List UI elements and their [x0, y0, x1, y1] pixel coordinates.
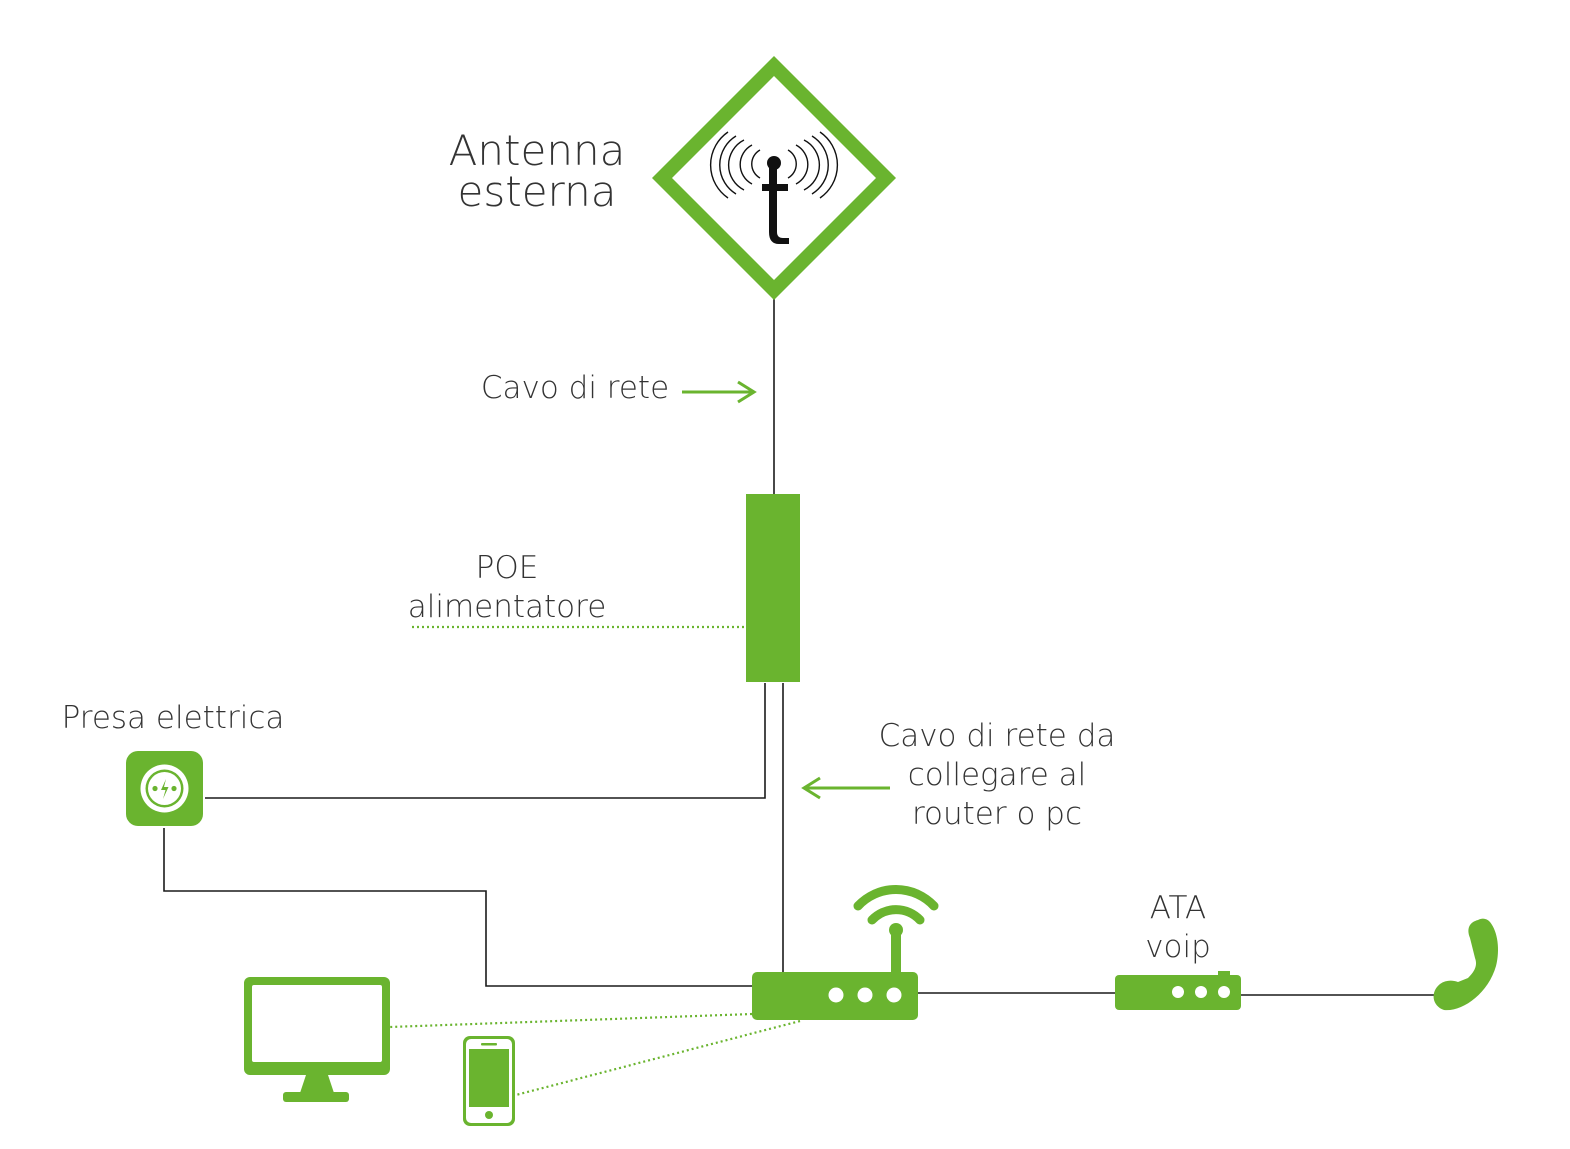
- antenna-label-line1: Antenna: [449, 126, 626, 175]
- poe-label-line1: POE: [476, 550, 539, 586]
- router-cable-label-line2: collegare al: [908, 757, 1087, 793]
- socket-label: Presa elettrica: [62, 700, 285, 736]
- poe-to-socket-cable: [205, 683, 766, 799]
- antenna-icon: [652, 56, 896, 300]
- router-cable-label-line3: router o pc: [912, 796, 1082, 832]
- telephone-icon: [1433, 918, 1498, 1011]
- router-to-phone-wireless-link: [515, 1019, 801, 1097]
- ata-label-line1: ATA: [1150, 890, 1207, 926]
- ata-adapter-icon: [1115, 971, 1241, 1010]
- power-socket-icon: [126, 751, 203, 826]
- cable-label: Cavo di rete: [481, 370, 669, 406]
- arrow-right-icon: [682, 380, 757, 404]
- connection-lines: [163, 298, 1436, 996]
- socket-to-router-cable: [163, 828, 752, 987]
- wifi-router-icon: [752, 885, 939, 1020]
- router-to-monitor-wireless-link: [389, 1012, 753, 1029]
- desktop-monitor-icon: [244, 977, 390, 1102]
- wireless-links: [389, 625, 801, 1097]
- ata-label-line2: voip: [1145, 929, 1211, 965]
- poe-adapter: [746, 494, 800, 682]
- poe-label-line2: alimentatore: [408, 589, 607, 625]
- router-cable-label-line1: Cavo di rete da: [879, 718, 1116, 754]
- antenna-label-line2: esterna: [458, 167, 617, 216]
- arrow-left-icon: [801, 776, 890, 800]
- smartphone-icon: [463, 1036, 515, 1126]
